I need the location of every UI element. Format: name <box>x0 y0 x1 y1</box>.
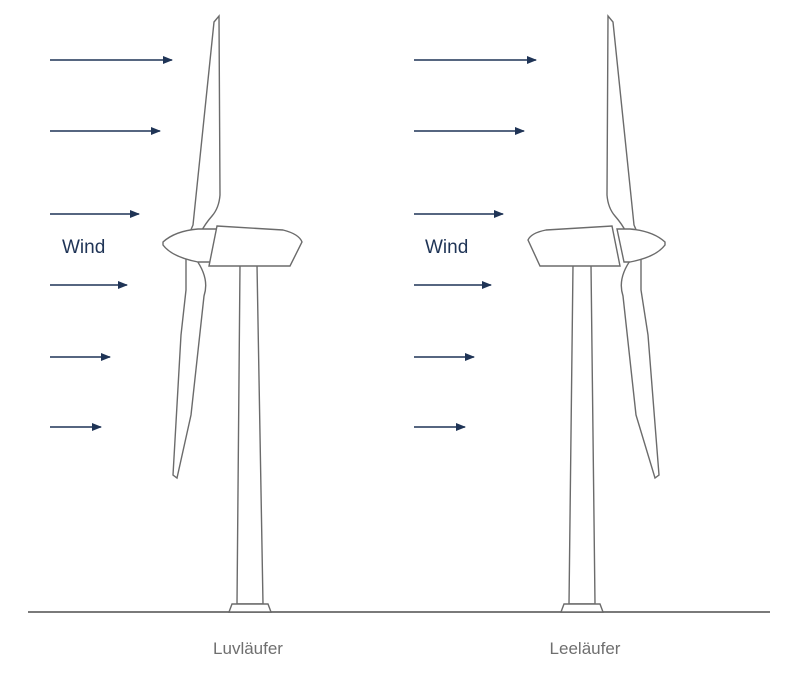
tower-upwind <box>236 264 264 605</box>
caption-upwind: Luvläufer <box>213 639 283 658</box>
hub-downwind <box>616 228 666 263</box>
wind-label-upwind: Wind <box>62 237 106 258</box>
blade-lower-upwind <box>172 255 207 480</box>
tower-downwind <box>568 264 596 605</box>
wind-label-downwind: Wind <box>425 237 469 258</box>
turbine-upwind <box>50 14 303 613</box>
wind-arrows-downwind <box>414 56 537 431</box>
blade-upper-upwind <box>186 14 221 241</box>
turbine-downwind <box>414 14 666 613</box>
nacelle-downwind <box>527 225 621 267</box>
nacelle-upwind <box>208 225 303 267</box>
blade-lower-downwind <box>620 255 660 480</box>
tower-base-downwind <box>559 603 605 613</box>
tower-base-upwind <box>227 603 273 613</box>
caption-downwind: Leeläufer <box>549 639 621 658</box>
blade-upper-downwind <box>606 14 641 241</box>
wind-arrows-upwind <box>50 56 173 431</box>
